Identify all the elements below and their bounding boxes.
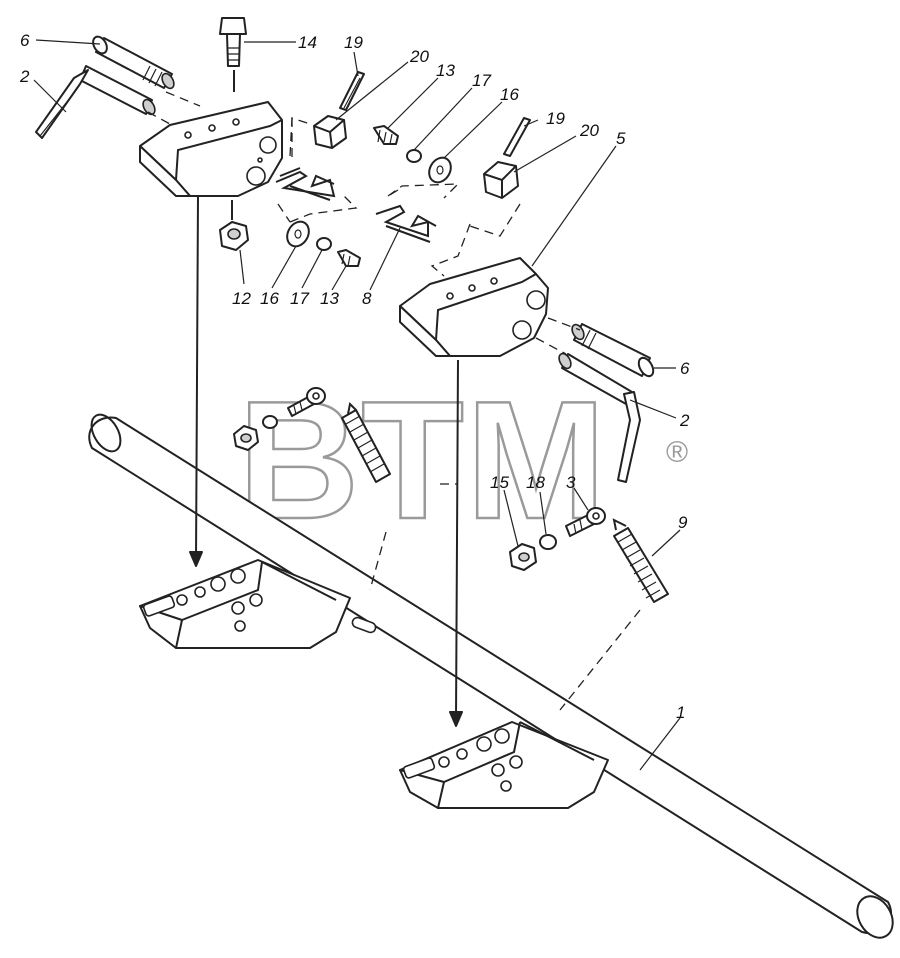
assembly-lines: [147, 91, 641, 727]
upper-bracket-left: [139, 101, 283, 197]
bolt-14: [219, 17, 247, 92]
callout-2-right: 2: [679, 411, 690, 430]
lock-washer-18: [539, 534, 557, 550]
callout-19-right: 19: [546, 109, 565, 128]
watermark-text: BTM: [238, 366, 608, 554]
upper-bracket-5: [399, 257, 549, 357]
callout-16-top: 16: [500, 85, 519, 104]
callout-15: 15: [490, 473, 509, 492]
callout-14: 14: [298, 33, 317, 52]
callout-9: 9: [678, 513, 688, 532]
washer-16-top: [428, 156, 452, 184]
callout-6-right: 6: [680, 359, 690, 378]
callout-13-top: 13: [436, 61, 455, 80]
callout-8: 8: [362, 289, 372, 308]
bolt-13-bottom: [337, 249, 361, 267]
callout-13-bottom: 13: [320, 289, 339, 308]
callout-20-top: 20: [409, 47, 429, 66]
callout-12: 12: [232, 289, 251, 308]
spring-clip-8-upper: [275, 167, 336, 201]
washer-16-bottom: [286, 220, 310, 248]
eye-bolt-3: [565, 507, 606, 537]
callout-17-top: 17: [472, 71, 491, 90]
watermark: BTM ®: [237, 365, 688, 556]
nut-12: [219, 200, 249, 251]
callout-19-top: 19: [344, 33, 363, 52]
callout-3: 3: [566, 473, 576, 492]
callout-6-top: 6: [20, 31, 30, 50]
cotter-pin-19-top: [339, 71, 365, 111]
eye-bolt-left: [287, 387, 326, 417]
spring-left: [341, 401, 391, 483]
pin-6-top: [92, 35, 175, 90]
callout-18: 18: [526, 473, 545, 492]
lock-washer-17-top: [406, 149, 422, 163]
castle-nut-20-top: [313, 115, 347, 149]
callout-labels: 6 2 14 19 20 13 17 16 19 20 5 12 16 17 1…: [19, 31, 690, 722]
callout-1: 1: [676, 703, 685, 722]
lever-pin-2-right: [558, 352, 641, 483]
lower-bracket-left: [139, 559, 351, 649]
leader-lines: [33, 39, 681, 771]
callout-5: 5: [616, 129, 626, 148]
spring-clip-8-lower: [375, 204, 437, 243]
lower-bracket-right: [399, 721, 609, 809]
cotter-pin-19-right: [503, 117, 531, 157]
callout-20-right: 20: [579, 121, 599, 140]
bolt-13-top: [373, 125, 399, 145]
spring-9: [612, 518, 669, 603]
axle-tube: [88, 413, 894, 939]
callout-16-bottom: 16: [260, 289, 279, 308]
lever-pin-2-top: [35, 65, 156, 139]
castle-nut-20-right: [483, 161, 519, 199]
nut-left: [233, 425, 259, 451]
pin-6-right: [571, 323, 655, 378]
callout-17-bottom: 17: [290, 289, 309, 308]
lock-washer-left: [262, 415, 278, 429]
callout-2-top: 2: [19, 67, 30, 86]
nut-15: [509, 543, 537, 571]
lock-washer-17-bottom: [316, 237, 332, 251]
registered-mark: ®: [666, 436, 688, 469]
